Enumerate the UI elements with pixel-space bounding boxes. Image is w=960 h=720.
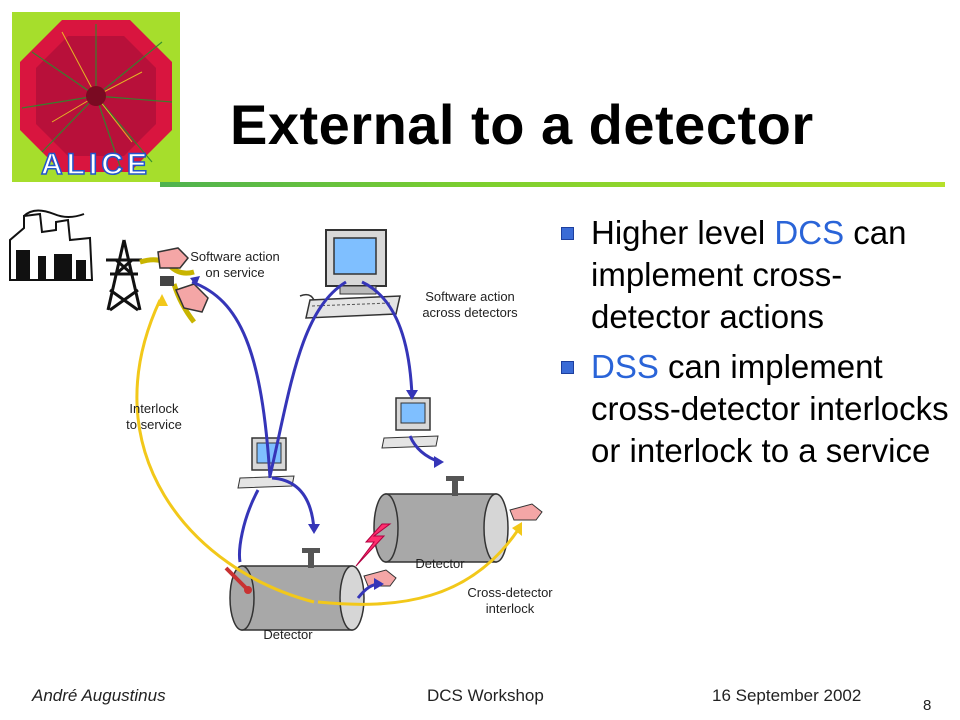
software-arrowheads bbox=[190, 276, 444, 590]
detector-right bbox=[373, 476, 543, 563]
label-line: across detectors bbox=[422, 305, 518, 320]
label-line: to service bbox=[126, 417, 182, 432]
detector-left bbox=[224, 548, 397, 631]
label-software-action-detectors: Software action across detectors bbox=[400, 289, 540, 321]
footer-author: André Augustinus bbox=[32, 686, 166, 705]
bullet-marker bbox=[561, 361, 574, 374]
computer-main-icon bbox=[299, 229, 401, 319]
footer-page-number: 8 bbox=[923, 697, 932, 714]
label-software-action-service: Software action on service bbox=[170, 249, 300, 281]
label-line: on service bbox=[205, 265, 265, 280]
alice-logo: ALICE bbox=[12, 12, 180, 182]
interlock-arrowheads bbox=[156, 294, 522, 536]
factory-icon bbox=[9, 209, 94, 281]
alice-logo-text: ALICE bbox=[41, 148, 151, 181]
hands-plug-icon bbox=[139, 247, 209, 324]
label-line: Cross-detector bbox=[467, 585, 553, 600]
bullet-list: Higher level DCS can implement cross-det… bbox=[555, 212, 955, 480]
bullet-text: Higher level bbox=[591, 214, 775, 251]
interlock-links bbox=[135, 299, 520, 606]
bullet-item: DSS can implement cross-detector interlo… bbox=[555, 346, 955, 472]
software-links bbox=[191, 280, 441, 599]
footer-date: 16 September 2002 bbox=[712, 686, 862, 705]
bullet-highlight: DSS bbox=[591, 348, 659, 385]
label-cross-detector: Cross-detector interlock bbox=[445, 585, 575, 617]
power-pylon-icon bbox=[106, 239, 142, 312]
bullet-highlight: DCS bbox=[774, 214, 845, 251]
diagram bbox=[9, 209, 543, 631]
label-line: interlock bbox=[485, 601, 535, 616]
label-line: Software action bbox=[190, 249, 280, 264]
slide-title-text: External to a detector bbox=[230, 93, 814, 156]
label-line: Software action bbox=[425, 289, 515, 304]
label-line: Interlock bbox=[129, 401, 179, 416]
bullet-text: can implement cross-detector actions bbox=[591, 214, 907, 335]
computer-detector-right-icon bbox=[381, 397, 439, 449]
footer-event: DCS Workshop bbox=[427, 686, 544, 705]
label-interlock-service: Interlock to service bbox=[104, 401, 204, 433]
valve-icon bbox=[446, 476, 464, 496]
thermometer-icon bbox=[224, 566, 252, 594]
title-divider bbox=[160, 182, 945, 187]
hand-icon bbox=[509, 503, 543, 521]
label-detector-left: Detector bbox=[263, 627, 313, 642]
bullet-text: can implement cross-detector interlocks … bbox=[591, 348, 949, 469]
bullet-item: Higher level DCS can implement cross-det… bbox=[555, 212, 955, 338]
lightning-icon bbox=[355, 523, 392, 567]
valve-icon bbox=[302, 548, 320, 568]
hand-icon bbox=[363, 569, 397, 587]
label-detector-right: Detector bbox=[415, 556, 465, 571]
bullet-marker bbox=[561, 227, 574, 240]
